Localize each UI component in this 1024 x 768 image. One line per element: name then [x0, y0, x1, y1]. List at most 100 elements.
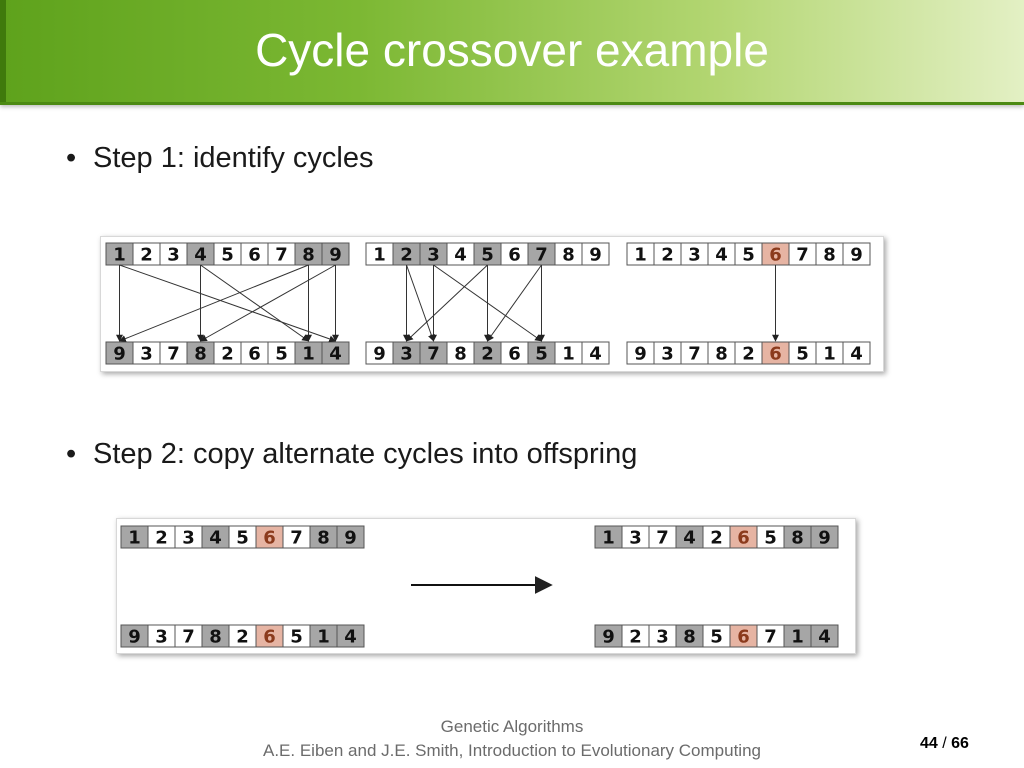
- step2-offspring1-gene-label: 8: [791, 528, 804, 549]
- step1-parent2-gene-label: 1: [562, 344, 575, 365]
- page-separator: /: [942, 735, 947, 752]
- step1-parent1-gene-label: 3: [688, 245, 701, 266]
- step2-offspring2-gene-label: 6: [737, 627, 750, 648]
- step1-parent1-gene-label: 1: [373, 245, 386, 266]
- step1-parent2-gene-label: 8: [454, 344, 467, 365]
- step1-parent2-gene-label: 3: [661, 344, 674, 365]
- step2-parent1-gene-label: 3: [182, 528, 195, 549]
- step2-parent2-gene-label: 5: [290, 627, 303, 648]
- step1-parent2-gene-label: 2: [481, 344, 494, 365]
- step1-parent1-gene-label: 8: [302, 245, 315, 266]
- step1-parent2-gene-label: 6: [508, 344, 521, 365]
- step1-parent1-gene-label: 5: [742, 245, 755, 266]
- step2-offspring2-gene-label: 9: [602, 627, 615, 648]
- bullet-dot: •: [66, 142, 77, 174]
- step1-parent2-gene-label: 4: [850, 344, 863, 365]
- footer-book: A.E. Eiben and J.E. Smith, Introduction …: [263, 741, 761, 760]
- step2-offspring2-gene-label: 7: [764, 627, 777, 648]
- slide-title: Cycle crossover example: [255, 24, 769, 76]
- step2-parent1-gene-label: 2: [155, 528, 168, 549]
- step2-offspring2-gene-label: 1: [791, 627, 804, 648]
- cycle-arrow: [119, 264, 337, 343]
- step1-parent1-gene-label: 5: [481, 245, 494, 266]
- step1-parent2-gene-label: 8: [715, 344, 728, 365]
- step1-parent1-cell: [842, 242, 871, 266]
- step1-parent1-gene-label: 7: [535, 245, 548, 266]
- step1-parent2-gene-label: 3: [140, 344, 153, 365]
- cycle-arrow: [199, 264, 336, 342]
- cycle-arrow: [487, 264, 542, 342]
- step2-parent1-gene-label: 5: [236, 528, 249, 549]
- title-bar: Cycle crossover example: [0, 0, 1024, 105]
- cycle-arrow: [118, 264, 309, 342]
- step1-parent2-gene-label: 5: [796, 344, 809, 365]
- step1-parent1-gene-label: 6: [769, 245, 782, 266]
- step2-parent1-gene-label: 8: [317, 528, 330, 549]
- cycle-arrow: [433, 264, 543, 342]
- step2-parent2-gene-label: 8: [209, 627, 222, 648]
- step1-parent1-gene-label: 2: [661, 245, 674, 266]
- step1-parent2-gene-label: 1: [823, 344, 836, 365]
- step1-parent1-gene-label: 9: [850, 245, 863, 266]
- step1-parent1-gene-label: 1: [113, 245, 126, 266]
- bullet-dot: •: [66, 438, 77, 470]
- step1-parent2-gene-label: 5: [275, 344, 288, 365]
- step1-parent1-gene-label: 1: [634, 245, 647, 266]
- page-current: 44: [920, 735, 938, 752]
- step2-parent1-gene-label: 1: [128, 528, 141, 549]
- page-number: 44 / 66: [920, 735, 969, 753]
- step1-parent1-gene-label: 9: [329, 245, 342, 266]
- step2-offspring1-gene-label: 5: [764, 528, 777, 549]
- step1-parent1-gene-label: 3: [427, 245, 440, 266]
- step2-parent2-gene-label: 2: [236, 627, 249, 648]
- cycle-arrow: [406, 264, 435, 342]
- step1-parent2-gene-label: 8: [194, 344, 207, 365]
- step1-parent1-gene-label: 2: [140, 245, 153, 266]
- step1-parent2-gene-label: 7: [688, 344, 701, 365]
- step2-parent2-gene-label: 3: [155, 627, 168, 648]
- step2-parent2-cell: [336, 624, 365, 648]
- step1-parent1-gene-label: 9: [589, 245, 602, 266]
- step1-parent1-cell: [581, 242, 610, 266]
- step1-parent2-gene-label: 1: [302, 344, 315, 365]
- step1-parent1-gene-label: 8: [823, 245, 836, 266]
- bullet-step2-text: Step 2: copy alternate cycles into offsp…: [93, 438, 638, 470]
- page-total: 66: [951, 735, 969, 752]
- step1-parent2-gene-label: 9: [373, 344, 386, 365]
- step2-offspring2-gene-label: 5: [710, 627, 723, 648]
- step2-offspring1-gene-label: 2: [710, 528, 723, 549]
- step2-offspring1-cell: [810, 525, 839, 549]
- step1-parent2-gene-label: 9: [113, 344, 126, 365]
- step2-offspring1-gene-label: 4: [683, 528, 696, 549]
- step1-parent1-gene-label: 8: [562, 245, 575, 266]
- step2-parent2-gene-label: 7: [182, 627, 195, 648]
- bullet-step1: • Step 1: identify cycles: [66, 140, 373, 176]
- step1-parent2-gene-label: 3: [400, 344, 413, 365]
- step1-parent2-cell: [842, 341, 871, 365]
- step1-parent2-gene-label: 6: [248, 344, 261, 365]
- step1-parent1-gene-label: 4: [715, 245, 728, 266]
- footer-course: Genetic Algorithms: [440, 717, 584, 736]
- step1-parent1-gene-label: 7: [275, 245, 288, 266]
- step1-parent2-gene-label: 9: [634, 344, 647, 365]
- step2-offspring2-gene-label: 3: [656, 627, 669, 648]
- step1-parent1-gene-label: 4: [194, 245, 207, 266]
- bullet-step1-text: Step 1: identify cycles: [93, 142, 374, 174]
- cycle-arrow: [405, 264, 488, 342]
- step1-parent2-gene-label: 2: [742, 344, 755, 365]
- step2-parent1-gene-label: 7: [290, 528, 303, 549]
- step2-parent2-gene-label: 1: [317, 627, 330, 648]
- step1-parent2-gene-label: 7: [427, 344, 440, 365]
- step2-parent1-gene-label: 9: [344, 528, 357, 549]
- step1-parent2-gene-label: 7: [167, 344, 180, 365]
- step2-offspring2-gene-label: 4: [818, 627, 831, 648]
- cycle-arrow: [200, 264, 310, 342]
- step1-parent1-gene-label: 6: [248, 245, 261, 266]
- step2-offspring1-gene-label: 3: [629, 528, 642, 549]
- step1-parent2-gene-label: 5: [535, 344, 548, 365]
- step2-offspring1-gene-label: 7: [656, 528, 669, 549]
